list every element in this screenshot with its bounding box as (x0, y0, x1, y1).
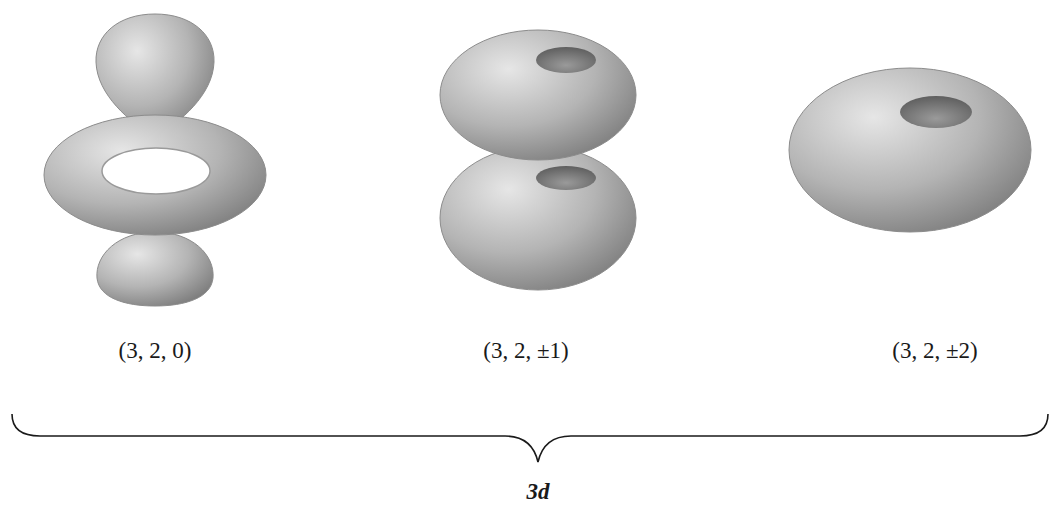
quantum-numbers: (3, 2, ±1) (483, 337, 568, 365)
upper-torus-hole (536, 47, 596, 73)
lower-torus-hole (536, 166, 596, 190)
torus-ring (44, 115, 266, 235)
dz2-orbital (44, 14, 266, 306)
subshell-label: 3d (527, 478, 550, 506)
torus-hole (102, 148, 210, 194)
upper-torus (440, 30, 636, 160)
flat-torus-hole (900, 96, 972, 128)
curly-brace (12, 414, 1048, 462)
quantum-numbers: (3, 2, 0) (119, 337, 192, 365)
d-pm1-orbital (440, 30, 636, 290)
flat-torus (789, 68, 1031, 232)
lower-torus (440, 146, 636, 290)
lower-lobe (97, 232, 213, 306)
d-pm2-orbital (789, 68, 1031, 232)
quantum-numbers: (3, 2, ±2) (892, 337, 977, 365)
